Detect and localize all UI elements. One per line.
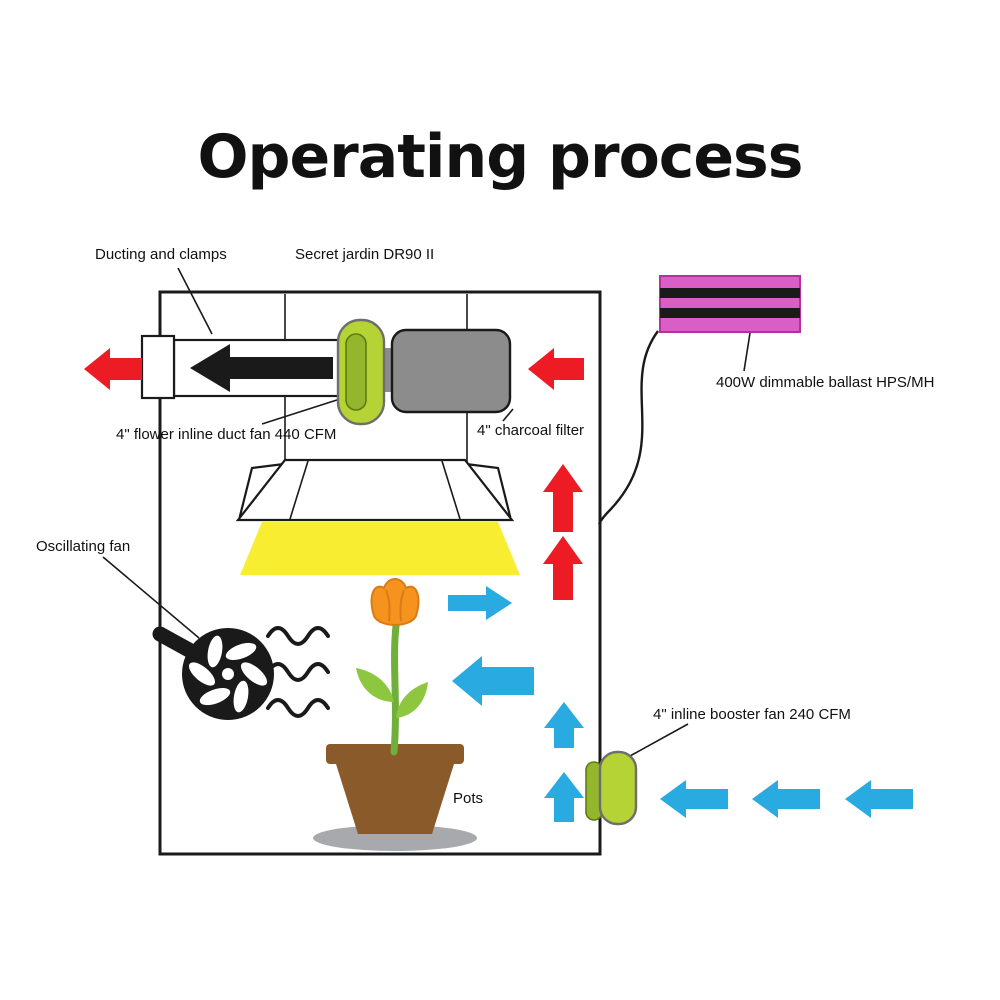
grow-tent-box bbox=[158, 290, 602, 856]
intake-arrow-up-2-icon bbox=[544, 772, 584, 822]
intake-arrow-outside-3-icon bbox=[845, 780, 913, 818]
intake-arrow-outside-2-icon bbox=[752, 780, 820, 818]
oscillating-fan bbox=[182, 628, 274, 720]
exhaust-arrow-inside-icon bbox=[528, 348, 584, 390]
inline-duct-fan-core bbox=[345, 333, 367, 411]
leader-ballast bbox=[743, 332, 751, 372]
exhaust-arrow-up-2-icon bbox=[543, 536, 583, 600]
intake-arrow-right-icon bbox=[448, 586, 512, 620]
pot-saucer bbox=[313, 825, 477, 851]
reflector-crease-left bbox=[289, 460, 309, 520]
label-pots: Pots bbox=[453, 790, 484, 807]
leader-duct-fan bbox=[261, 398, 341, 425]
reflector-hood bbox=[235, 458, 515, 522]
leader-ducting bbox=[177, 267, 213, 335]
exhaust-arrow-up-1-icon bbox=[543, 464, 583, 532]
leader-charcoal-filter bbox=[502, 408, 514, 422]
ballast-cable bbox=[597, 330, 659, 525]
plant-pot bbox=[326, 744, 464, 834]
label-ballast: 400W dimmable ballast HPS/MH bbox=[716, 374, 935, 391]
intake-arrow-left-icon bbox=[452, 656, 534, 706]
light-beam bbox=[240, 522, 520, 575]
label-booster-fan: 4" inline booster fan 240 CFM bbox=[653, 706, 851, 723]
leader-booster-fan bbox=[629, 723, 689, 757]
booster-fan bbox=[585, 750, 638, 826]
leader-oscillating-fan bbox=[102, 556, 200, 639]
intake-arrow-up-1-icon bbox=[544, 702, 584, 748]
label-oscillating-fan: Oscillating fan bbox=[36, 538, 131, 555]
label-ducting-clamps: Ducting and clamps bbox=[95, 246, 227, 263]
page-title: Operating process bbox=[197, 122, 804, 192]
label-charcoal-filter: 4" charcoal filter bbox=[477, 422, 585, 439]
label-tent-model: Secret jardin DR90 II bbox=[295, 246, 435, 263]
intake-arrow-outside-1-icon bbox=[660, 780, 728, 818]
reflector-crease-right bbox=[441, 460, 461, 520]
exhaust-arrow-out-left-icon bbox=[84, 348, 142, 390]
charcoal-filter bbox=[390, 328, 512, 414]
wind-lines bbox=[266, 626, 330, 718]
duct-airflow-arrow-icon bbox=[190, 344, 333, 392]
ballast bbox=[659, 275, 801, 333]
tulip-plant bbox=[356, 578, 428, 756]
label-duct-fan: 4" flower inline duct fan 440 CFM bbox=[116, 426, 337, 443]
duct-flange bbox=[140, 334, 176, 400]
